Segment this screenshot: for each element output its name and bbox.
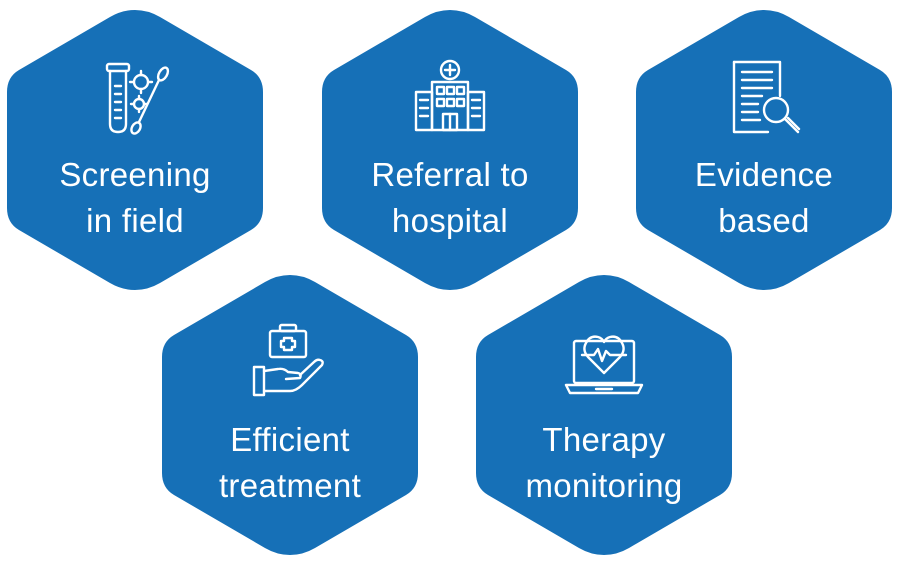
label-line-1: Therapy: [542, 421, 666, 458]
hexagon-shape: [322, 10, 578, 290]
test-tube-swab-icon: [95, 56, 175, 136]
hexagon-screening-in-field: Screening in field: [0, 0, 270, 300]
hospital-building-icon: [410, 56, 490, 136]
label-line-1: Evidence: [694, 156, 834, 193]
label-line-2: treatment: [218, 467, 362, 504]
hexagon-label: Efficient treatment: [155, 417, 425, 509]
hexagon-shape: [476, 275, 732, 555]
label-line-2: in field: [86, 202, 184, 239]
label-line-1: Efficient: [230, 421, 350, 458]
laptop-heart-icon: [564, 321, 644, 401]
hexagon-label: Screening in field: [0, 152, 270, 244]
hexagon-label: Evidence based: [629, 152, 899, 244]
hexagon-therapy-monitoring: Therapy monitoring: [469, 265, 739, 565]
hexagon-label: Therapy monitoring: [469, 417, 739, 509]
document-magnifier-icon: [724, 56, 804, 136]
hexagon-shape: [7, 10, 263, 290]
label-line-2: hospital: [391, 202, 509, 239]
label-line-2: based: [718, 202, 810, 239]
hexagon-referral-to-hospital: Referral to hospital: [315, 0, 585, 300]
hexagon-label: Referral to hospital: [315, 152, 585, 244]
hexagon-shape: [162, 275, 418, 555]
label-line-1: Screening: [59, 156, 211, 193]
label-line-2: monitoring: [525, 467, 683, 504]
hexagon-evidence-based: Evidence based: [629, 0, 899, 300]
label-line-1: Referral to: [371, 156, 529, 193]
hand-medical-kit-icon: [250, 321, 330, 401]
hexagon-shape: [636, 10, 892, 290]
hexagon-efficient-treatment: Efficient treatment: [155, 265, 425, 565]
